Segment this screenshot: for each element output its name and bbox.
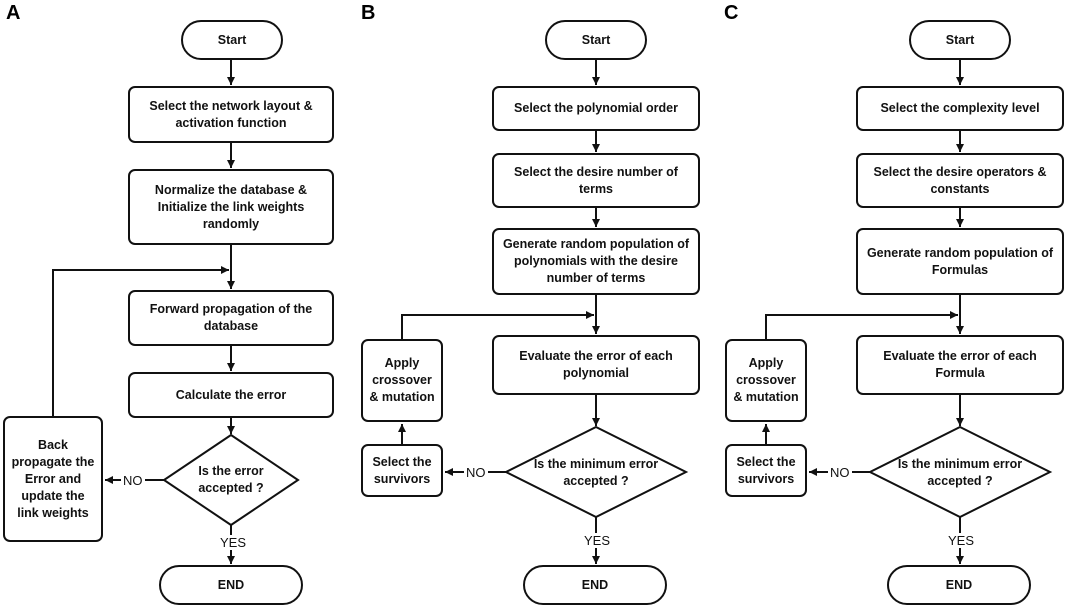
panel-c-step-4: Evaluate the error of each Formula [856,335,1064,395]
panel-a-decision: Is the error accepted ? [198,464,264,495]
panel-a-yes-label: YES [218,535,249,550]
panel-a-step-2: Normalize the database & Initialize the … [128,169,334,245]
panel-a-side-backprop: Back propagate the Error and update the … [3,416,103,542]
panel-c-decision: Is the minimum error accepted ? [897,457,1023,488]
panel-c-step-1: Select the complexity level [856,86,1064,131]
panel-b-step-3: Generate random population of polynomial… [492,228,700,295]
panel-b-step-2: Select the desire number of terms [492,153,700,208]
panel-b-no-label: NO [464,465,488,480]
panel-a-start: Start [181,20,283,60]
panel-c-end: END [887,565,1031,605]
panel-a-step-3: Forward propagation of the database [128,290,334,346]
panel-b-step-4: Evaluate the error of each polynomial [492,335,700,395]
panel-b-start: Start [545,20,647,60]
panel-c-label: C [724,2,739,24]
panel-b-side-crossover: Apply crossover & mutation [361,339,443,422]
panel-c-side-survivors: Select the survivors [725,444,807,497]
panel-b-side-survivors: Select the survivors [361,444,443,497]
panel-b-label: B [361,2,376,24]
panel-a-edge-loop-back [52,266,229,416]
panel-c-yes-label: YES [946,533,977,548]
panel-c-step-2: Select the desire operators & constants [856,153,1064,208]
panel-b-decision: Is the minimum error accepted ? [533,457,659,488]
panel-a-label: A [6,2,21,24]
panel-a-end: END [159,565,303,605]
panel-c-start: Start [909,20,1011,60]
panel-c-step-3: Generate random population of Formulas [856,228,1064,295]
panel-a-step-1: Select the network layout & activation f… [128,86,334,143]
panel-c-side-crossover: Apply crossover & mutation [725,339,807,422]
panel-c-no-label: NO [828,465,852,480]
panel-b-end: END [523,565,667,605]
panel-b-step-1: Select the polynomial order [492,86,700,131]
panel-a-step-4: Calculate the error [128,372,334,418]
panel-b-yes-label: YES [582,533,613,548]
panel-a-no-label: NO [121,473,145,488]
panel-b-edge-loop-back [401,311,594,339]
panel-c-edge-loop-back [765,311,958,339]
